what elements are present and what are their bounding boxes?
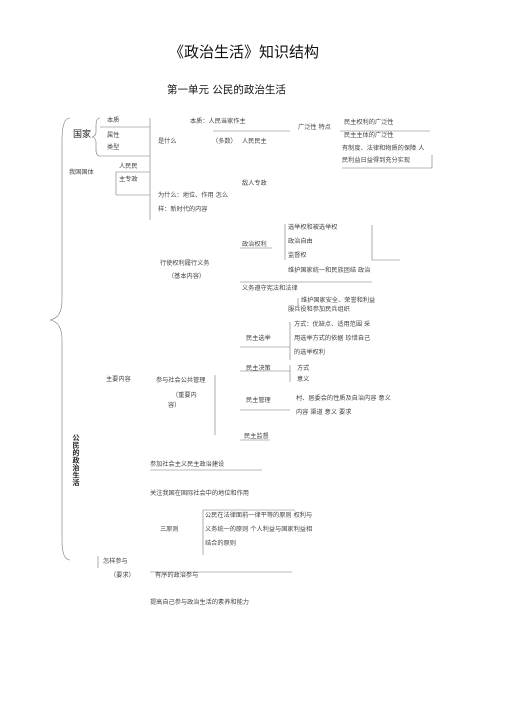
- node-cunju: 村、居委会的性质及自治内容 意义: [296, 395, 391, 402]
- node-benzhi-rmdj: 本质：人民当家作主: [190, 118, 246, 125]
- node-yaoqiu: （要求）: [110, 572, 135, 579]
- node-shuxing: 属性: [107, 132, 120, 139]
- node-zenyang: 怎样参与: [103, 558, 128, 565]
- node-yiyi: 意义: [297, 376, 310, 383]
- node-rong: 容）: [168, 402, 181, 409]
- node-anquan: 维护国家安全、荣誉和利益: [301, 297, 376, 304]
- node-neirong: 内容 渠道 意义 要求: [296, 409, 352, 416]
- node-woguo-guoti: 我国国体: [69, 169, 94, 176]
- node-zhengzhiquanli: 政治权利: [242, 241, 267, 248]
- node-benzhi: 本质: [107, 117, 120, 124]
- node-xingshi: 行使权利履行义务: [160, 260, 210, 267]
- vertical-heading: 公民的政治生活: [72, 434, 81, 487]
- node-mzzt: 民主主体的广泛性: [344, 132, 394, 139]
- node-fangshi: 方式：优缺点、适用范围 采: [294, 321, 371, 328]
- node-tigao: 提高自己参与政治生活的素养和能力: [150, 599, 249, 606]
- node-fangshi2: 方式: [297, 365, 310, 372]
- node-mzql: 民主权利的广泛性: [344, 119, 394, 126]
- node-yiwu: 义务统一的原则 个人利益与国家利益相: [205, 526, 313, 533]
- node-weihu: 维护国家统一和民族团结 政治: [288, 267, 371, 274]
- node-zhuanzheng: 主专政: [119, 176, 138, 183]
- node-weishenme: 为什么：地位、作用 怎么: [158, 192, 229, 199]
- node-renmin: 人民民: [119, 163, 138, 170]
- node-canyu: 参与社会公共管理: [156, 377, 206, 384]
- node-zhenshixing: 民利益日益得到充分实现: [342, 157, 411, 164]
- node-direnzhuanzheng: 敌人专政: [242, 180, 267, 187]
- node-youzhidu: 有制度、法律和物质的保障 人: [342, 145, 425, 152]
- node-jibenneirong: （基本内容）: [168, 273, 206, 280]
- node-sanyuanze: 三原则: [160, 526, 179, 533]
- node-zhuyaoneirong: 主要内容: [106, 376, 131, 383]
- node-guangfanxing: 广泛性 特点: [298, 124, 331, 131]
- node-xuanjuquan: 选举权和被选举权: [288, 224, 338, 231]
- node-minzhuguanli: 民主管理: [246, 397, 271, 404]
- node-yiwuzunshou: 义务遵守宪法和法律: [242, 285, 298, 292]
- node-yongxuanju: 用选举方式的依据 珍惜自己: [294, 335, 371, 342]
- node-jianduquan: 监督权: [288, 252, 307, 259]
- document-title: 《政治生活》知识结构: [169, 43, 320, 61]
- node-guojia: 国家: [73, 130, 92, 140]
- node-xuanjuquan2: 的选举权利: [294, 349, 325, 356]
- guojia-brace: [91, 117, 101, 157]
- node-renminminzhu: 人民民主: [242, 138, 267, 145]
- node-jiehe: 结合的原则: [205, 540, 236, 547]
- node-xinshidai: 样：新时代的内容: [158, 206, 208, 213]
- node-minzhuxuanju: 民主选举: [246, 335, 271, 342]
- outer-brace: [49, 117, 71, 561]
- node-youxu: 有序的政治参与: [155, 572, 199, 579]
- node-leixing: 类型: [107, 144, 120, 151]
- node-zhongyao: （重要内: [172, 392, 197, 399]
- node-minzhujuece: 民主决策: [246, 365, 271, 372]
- node-duoshu: （多数）: [212, 138, 237, 145]
- node-falv: 公民在法律面前一律平等的原则 权利与: [205, 512, 313, 519]
- node-canjia: 参加社会主义民主政治建设: [150, 461, 225, 468]
- node-zhengzhiziyou: 政治自由: [288, 238, 313, 245]
- node-shishenme: 是什么: [158, 138, 177, 145]
- node-guanzhu: 关注我国在国际社会中的地位和作用: [150, 490, 249, 497]
- node-minzhujiandu: 民主监督: [244, 433, 269, 440]
- unit-title: 第一单元 公民的政治生活: [167, 84, 286, 96]
- node-fubingyi: 服兵役和参加民兵组织: [288, 306, 350, 313]
